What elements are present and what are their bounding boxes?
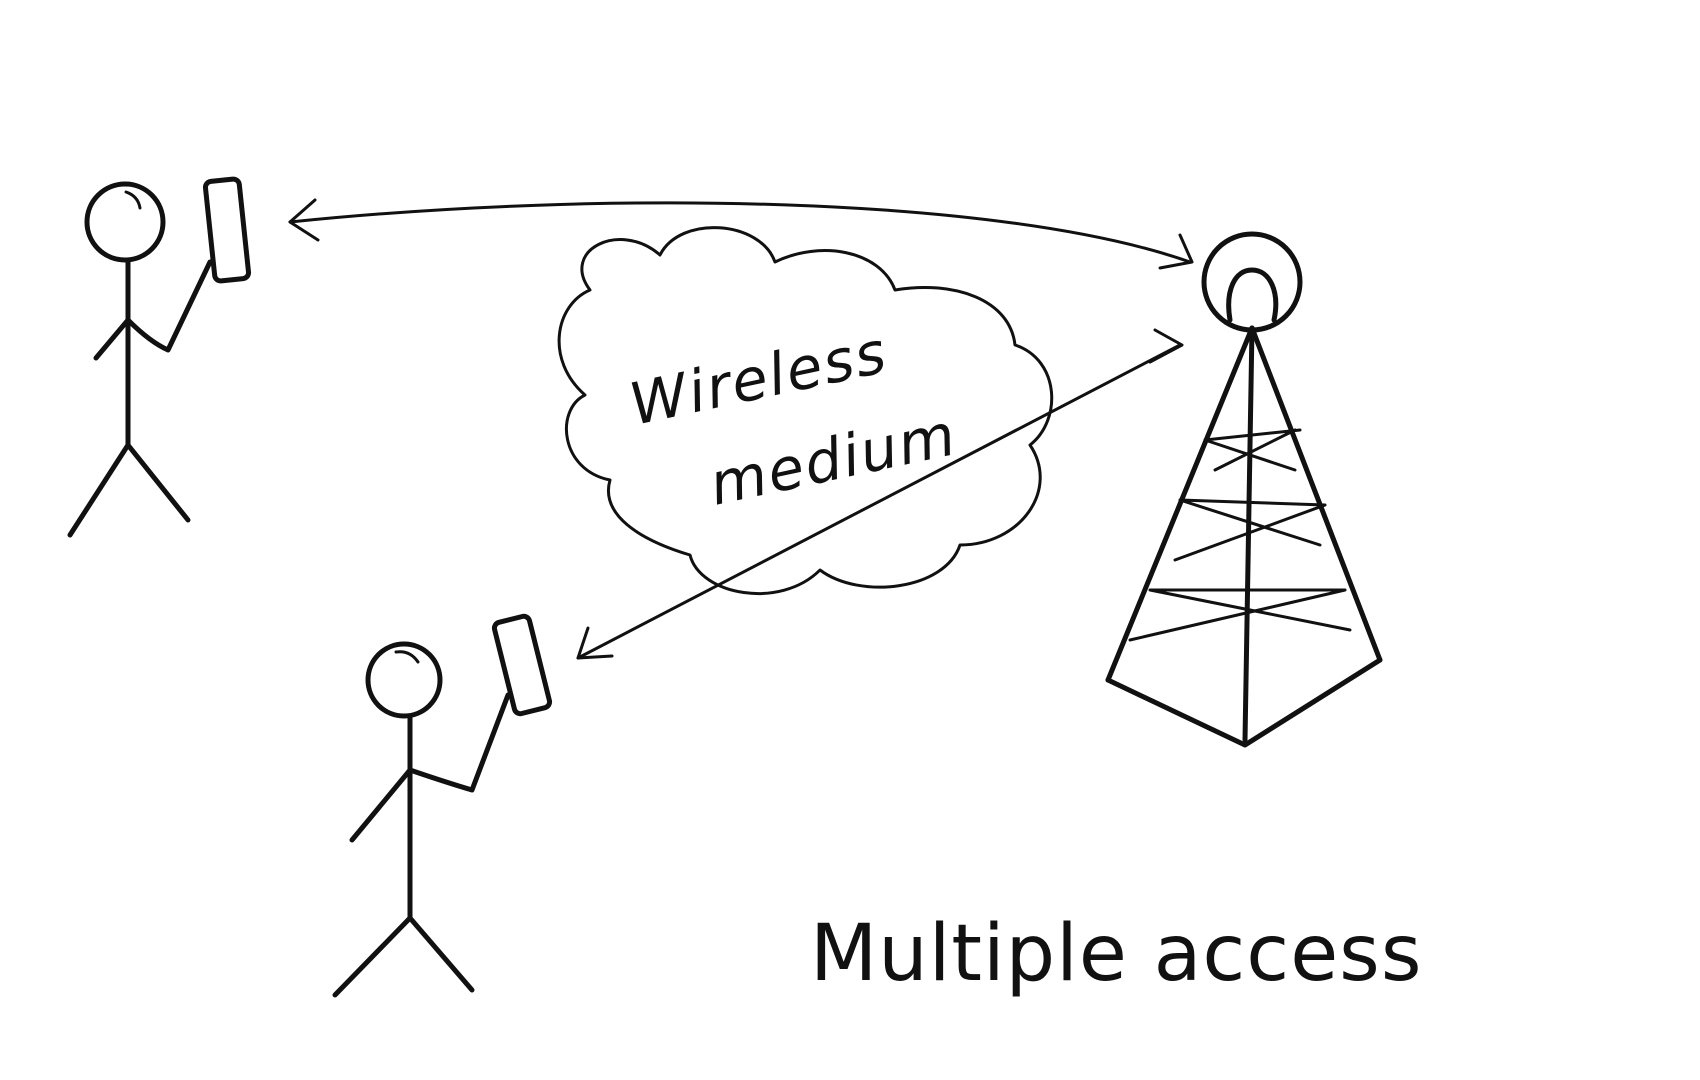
cloud-icon [557, 226, 1054, 595]
user-bottom-hair [394, 650, 420, 664]
user-top-left [67, 176, 252, 538]
antenna-outer-ring [1201, 231, 1303, 333]
user-bottom-left-arm [349, 767, 413, 843]
user-bottom [332, 613, 553, 998]
user-bottom-head [365, 641, 443, 719]
arrowhead-bottom-right-icon [1148, 328, 1184, 364]
user-bottom-legs [332, 915, 475, 998]
user-bottom-phone-icon [491, 613, 553, 717]
user-top-left-legs [67, 442, 191, 538]
arrowhead-top-left-icon [288, 198, 320, 242]
link-bottom-user-to-tower [576, 343, 1182, 660]
tower-base [1105, 657, 1383, 748]
diagram-caption: Multiple access [810, 909, 1422, 999]
user-top-left-right-arm [125, 259, 213, 353]
tower-cross-bracing [1128, 428, 1352, 642]
antenna-inner-arc [1226, 267, 1279, 323]
link-top-user-to-tower [288, 201, 1192, 264]
arrowhead-top-right-icon [1158, 233, 1194, 270]
user-top-left-head [84, 181, 166, 263]
user-top-left-left-arm [93, 317, 131, 361]
cell-tower [1105, 231, 1383, 748]
user-bottom-right-arm [407, 692, 511, 793]
user-top-left-hair [124, 190, 142, 210]
communication-links [288, 198, 1194, 660]
cloud-label-medium: medium [704, 400, 963, 519]
tower-outline [1105, 325, 1383, 683]
arrowhead-bottom-left-icon [576, 626, 614, 660]
user-top-left-phone-icon [202, 176, 252, 284]
